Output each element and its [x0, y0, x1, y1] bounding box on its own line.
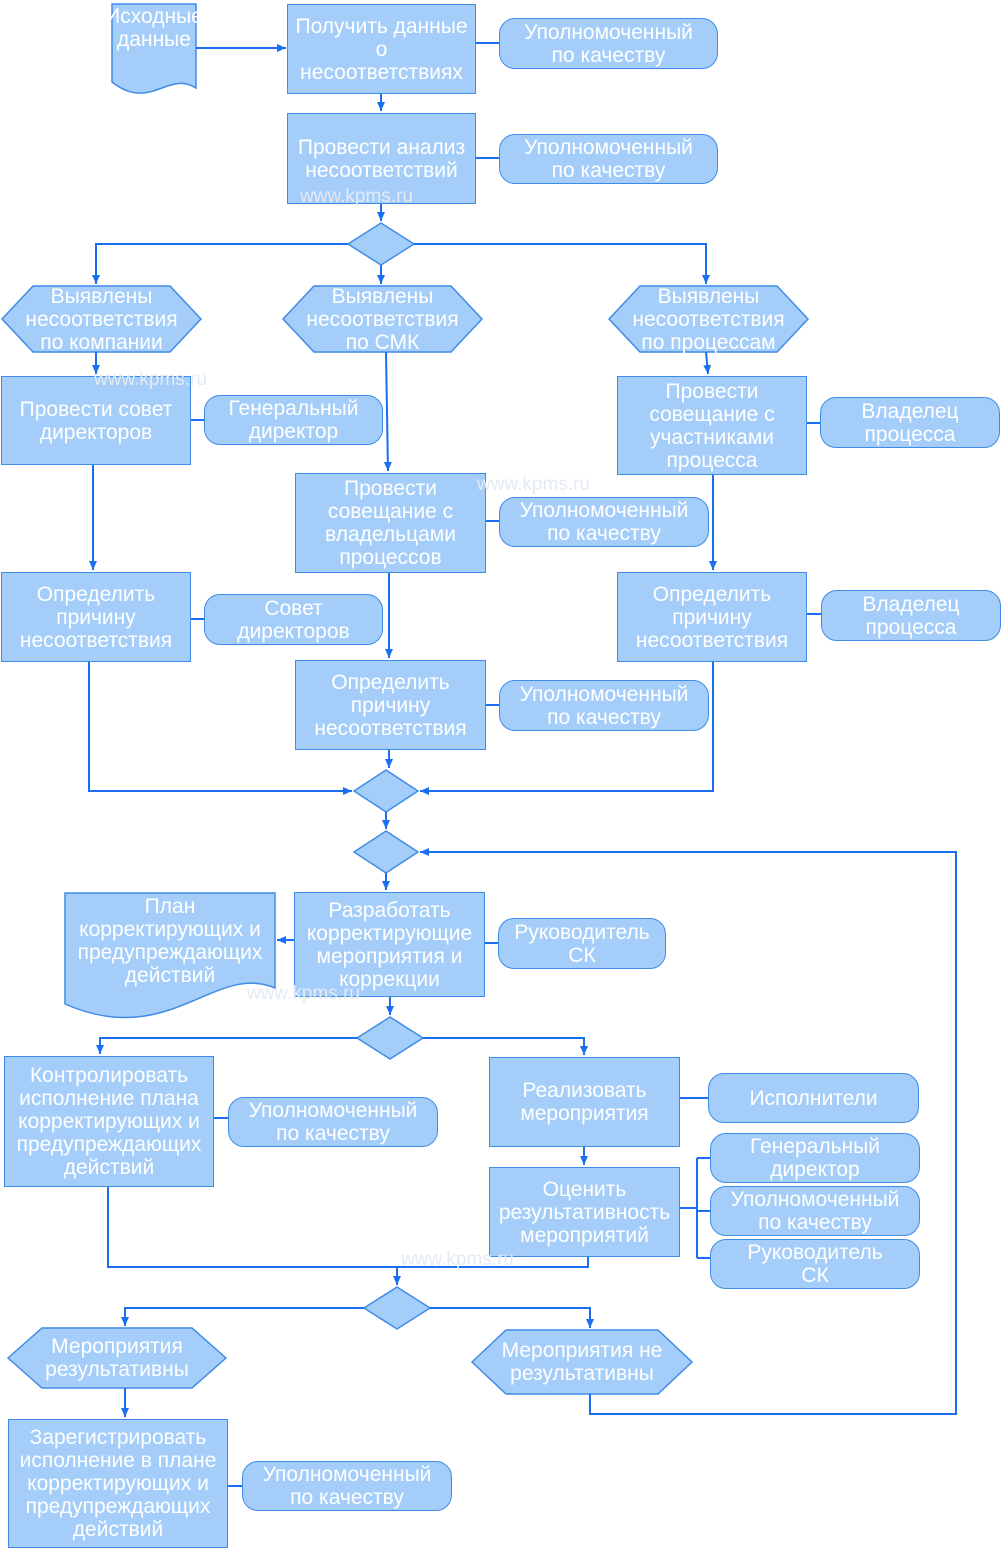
role-analyze[interactable]: Уполномоченный по качеству	[499, 134, 718, 184]
control-box[interactable]: Контролировать исполнение плана корректи…	[4, 1056, 214, 1187]
decision-diamond-1	[346, 222, 416, 266]
found-company-shape	[0, 285, 203, 353]
connectors	[88, 42, 957, 1487]
effective-shape	[6, 1327, 228, 1389]
watermark-1: www.kpms.ru	[300, 186, 413, 207]
loop-diamond	[352, 830, 420, 874]
role-control[interactable]: Уполномоченный по качеству	[228, 1097, 438, 1147]
role-owners-meeting[interactable]: Уполномоченный по качеству	[499, 497, 709, 547]
participants-meeting-box[interactable]: Провести совещание с участниками процесс…	[617, 376, 807, 475]
plan-doc-shape	[64, 892, 276, 1019]
get-data-box[interactable]: Получить данные о несоответствиях	[287, 4, 476, 94]
role-evaluate-quality[interactable]: Уполномоченный по качеству	[710, 1186, 920, 1236]
cause-mid-box[interactable]: Определить причину несоответствия	[295, 660, 486, 750]
analyze-box[interactable]: Провести анализ несоответствий	[287, 113, 476, 204]
evaluate-box[interactable]: Оценить результативность мероприятий	[489, 1167, 680, 1257]
role-evaluate-director[interactable]: Генеральный директор	[710, 1133, 920, 1183]
watermark-5: www.kpms.ru	[401, 1249, 514, 1270]
found-process-shape	[607, 285, 810, 353]
cause-left-box[interactable]: Определить причину несоответствия	[1, 572, 191, 662]
role-evaluate-head[interactable]: Руководитель СК	[710, 1239, 920, 1289]
not-effective-shape	[470, 1329, 694, 1395]
role-cause-left[interactable]: Совет директоров	[204, 594, 383, 645]
role-board-meeting[interactable]: Генеральный директор	[204, 395, 383, 445]
register-box[interactable]: Зарегистрировать исполнение в плане корр…	[8, 1419, 228, 1548]
owners-meeting-box[interactable]: Провести совещание с владельцами процесс…	[295, 473, 486, 573]
cause-right-box[interactable]: Определить причину несоответствия	[617, 572, 807, 662]
decision-diamond-3	[362, 1286, 432, 1330]
watermark-2: www.kpms.ru	[94, 369, 207, 390]
role-participants-meeting[interactable]: Владелец процесса	[820, 397, 1000, 448]
role-cause-mid[interactable]: Уполномоченный по качеству	[499, 680, 709, 731]
board-meeting-box[interactable]: Провести совет директоров	[1, 376, 191, 465]
role-register[interactable]: Уполномоченный по качеству	[242, 1461, 452, 1511]
develop-box[interactable]: Разработать корректирующие мероприятия и…	[294, 892, 485, 997]
merge-diamond	[352, 769, 420, 813]
role-get-data[interactable]: Уполномоченный по качеству	[499, 18, 718, 69]
watermark-4: www.kpms.ru	[247, 983, 360, 1004]
watermark-3: www.kpms.ru	[477, 474, 590, 495]
role-implement[interactable]: Исполнители	[708, 1073, 919, 1123]
decision-diamond-2	[355, 1016, 425, 1060]
implement-box[interactable]: Реализовать мероприятия	[489, 1057, 680, 1147]
role-develop[interactable]: Руководитель СК	[498, 918, 666, 969]
role-cause-right[interactable]: Владелец процесса	[821, 590, 1001, 641]
source-data-shape	[111, 3, 197, 94]
found-qms-shape	[281, 285, 484, 353]
